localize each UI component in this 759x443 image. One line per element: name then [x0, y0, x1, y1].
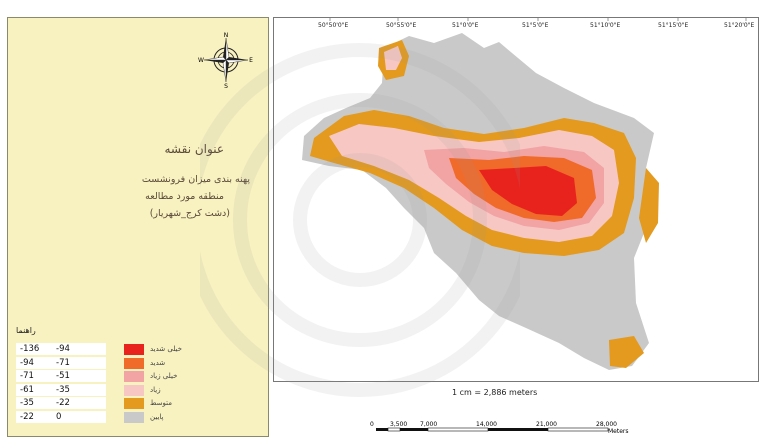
legend-label: خیلی زیاد	[150, 372, 178, 380]
map-description-line-1: پهنه بندی میزان فرونشست	[141, 174, 250, 185]
longitude-tick-label: 51°10'0"E	[590, 22, 621, 29]
legend-range-max: -35	[56, 384, 70, 395]
legend-row: -71 -51 خیلی زیاد	[16, 370, 266, 383]
legend-range: -35 -22	[16, 397, 106, 409]
longitude-tick-label: 50°50'0"E	[318, 22, 349, 29]
legend-list: -136 -94 خیلی شدید -94 -71 شدید -71 -51 خیلی زیا…	[16, 343, 266, 424]
legend-label: متوسط	[150, 399, 172, 407]
legend-range-min: -35	[20, 398, 34, 408]
legend-label: زیاد	[150, 385, 161, 394]
legend-range: -136 -94	[16, 343, 106, 355]
scale-label-5: 28,000	[596, 421, 617, 428]
compass-s: S	[224, 83, 228, 88]
legend-range-max: -71	[56, 357, 70, 368]
legend-label: پایین	[150, 412, 164, 421]
legend-row: -136 -94 خیلی شدید	[16, 343, 266, 356]
legend-swatch	[124, 371, 144, 382]
legend-swatch	[124, 344, 144, 355]
map-title: عنوان نقشه	[164, 142, 225, 156]
legend-row: -22 0 پایین	[16, 410, 266, 424]
legend-range-min: -136	[20, 344, 40, 354]
legend-range-min: -94	[20, 357, 34, 368]
zone-very-severe	[479, 166, 577, 216]
scale-label-2: 7,000	[420, 421, 437, 428]
legend-range-min: -22	[20, 411, 34, 422]
north-arrow-compass-icon: N S E W	[198, 32, 253, 88]
scale-label-3: 14,000	[476, 421, 497, 428]
legend-range-max: 0	[56, 411, 62, 422]
map-description-line-3: (دشت کرج_شهریار)	[149, 208, 230, 219]
scale-bar: 0 3,500 7,000 14,000 21,000 28,000 Meter…	[370, 421, 629, 435]
legend-swatch	[124, 411, 144, 423]
legend-row: -94 -71 شدید	[16, 356, 266, 370]
compass-n: N	[224, 32, 229, 39]
legend-range-min: -61	[20, 384, 34, 395]
legend-row: -35 -22 متوسط	[16, 397, 266, 410]
legend-label: شدید	[150, 358, 166, 367]
legend-range: -61 -35	[16, 383, 106, 396]
legend-swatch	[124, 398, 144, 409]
map-description-line-2: منطقه مورد مطالعه	[145, 191, 224, 202]
zone-south-fringe	[609, 336, 644, 368]
legend-range-max: -22	[56, 398, 70, 408]
compass-e: E	[249, 57, 253, 64]
subsidence-map	[302, 18, 747, 370]
scale-label-4: 21,000	[536, 421, 557, 428]
legend-range-max: -94	[56, 344, 70, 354]
legend-swatch	[124, 357, 144, 369]
longitude-tick-label: 51°5'0"E	[522, 22, 549, 29]
legend-title: راهنما	[16, 326, 36, 335]
scale-label-1: 3,500	[390, 421, 407, 428]
scale-ratio-text: 1 cm = 2,886 meters	[452, 388, 538, 397]
legend-panel: N S E W عنوان نقشه پهنه بندی میزان فرونش…	[7, 17, 269, 437]
legend-swatch	[124, 384, 144, 396]
scale-label-0: 0	[370, 421, 374, 428]
legend-label: خیلی شدید	[150, 345, 182, 353]
scale-unit: Meters	[608, 428, 629, 435]
longitude-tick-label: 51°15'0"E	[658, 22, 689, 29]
longitude-tick-label: 51°20'0"E	[724, 22, 755, 29]
longitude-tick-label: 51°0'0"E	[452, 22, 479, 29]
legend-range: -22 0	[16, 410, 106, 423]
legend-range: -71 -51	[16, 370, 106, 382]
map-frame: 50°50'0"E 50°55'0"E 51°0'0"E 51°5'0"E 51°10'…	[273, 17, 759, 382]
legend-range: -94 -71	[16, 356, 106, 369]
compass-w: W	[198, 57, 204, 64]
legend-row: -61 -35 زیاد	[16, 383, 266, 397]
longitude-tick-label: 50°55'0"E	[386, 22, 417, 29]
legend-range-min: -71	[20, 371, 34, 381]
legend-range-max: -51	[56, 371, 70, 381]
